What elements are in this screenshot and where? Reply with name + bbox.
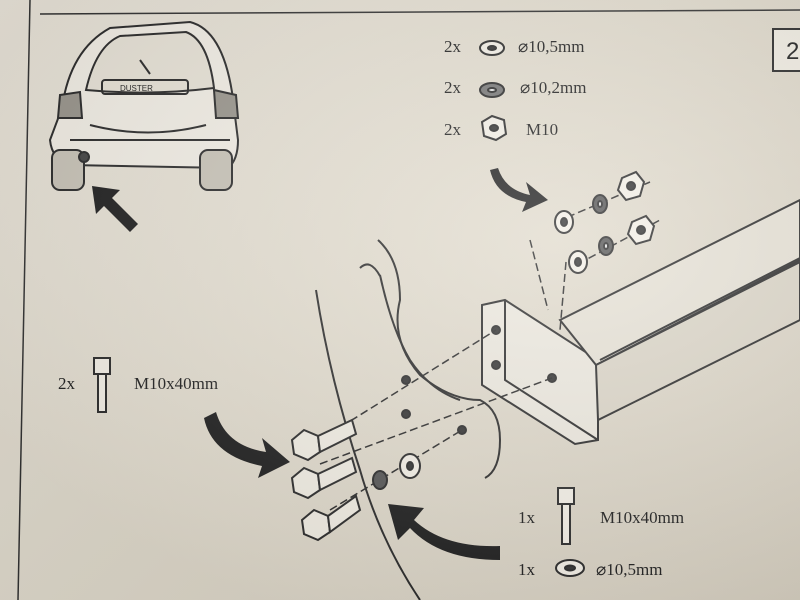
qty-label: 1x bbox=[518, 508, 535, 527]
qty-label: 2x bbox=[444, 78, 461, 97]
legend-icons bbox=[93, 40, 585, 577]
spec-label: M10 bbox=[526, 120, 559, 139]
spec-label: ⌀10,2mm bbox=[520, 78, 587, 97]
car-rear-illustration bbox=[48, 20, 240, 191]
hardware-stack-top bbox=[554, 170, 656, 274]
frame-line-left bbox=[17, 0, 31, 600]
bolt-icon bbox=[557, 487, 575, 545]
spec-label: ⌀10,5mm bbox=[518, 37, 585, 56]
qty-label: 2x bbox=[58, 374, 75, 393]
bolt-group-left bbox=[290, 418, 421, 542]
curved-arrow-top-icon bbox=[490, 168, 548, 212]
bumper-outline bbox=[315, 239, 502, 600]
spec-label: ⌀10,5mm bbox=[596, 560, 663, 579]
tow-beam bbox=[558, 198, 800, 422]
pointer-arrow-icon bbox=[92, 186, 138, 232]
spec-label: M10x40mm bbox=[600, 508, 685, 527]
curved-arrow-left-icon bbox=[204, 412, 290, 478]
frame-line-top bbox=[39, 9, 800, 15]
spec-label: M10x40mm bbox=[134, 374, 219, 393]
qty-label: 2x bbox=[444, 37, 461, 56]
qty-label: 1x bbox=[518, 560, 535, 579]
qty-label: 2x bbox=[444, 120, 461, 139]
page-number: 2 bbox=[772, 28, 800, 72]
bolt-icon bbox=[93, 357, 111, 413]
curved-arrow-bottom-icon bbox=[388, 504, 500, 560]
car-badge: DUSTER bbox=[120, 84, 153, 93]
